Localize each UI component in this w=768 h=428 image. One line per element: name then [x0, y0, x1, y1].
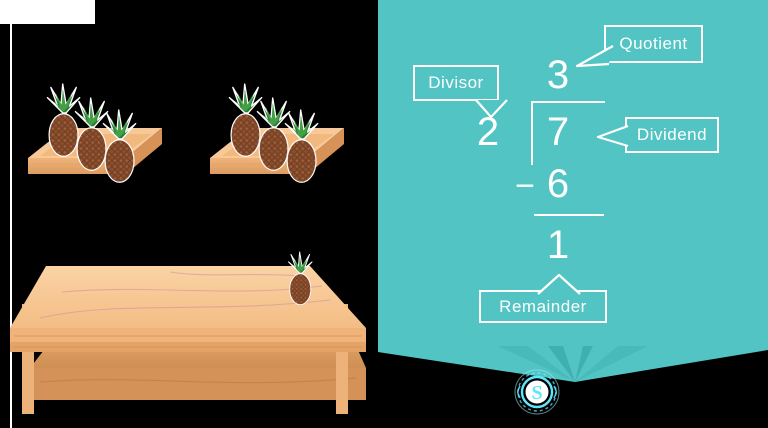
brand-logo[interactable]: S [513, 368, 561, 416]
pineapple [228, 83, 263, 157]
divisor-value: 2 [476, 110, 500, 154]
dividend-label-box: Dividend [625, 117, 719, 153]
remainder-callout-tail [537, 273, 581, 295]
white-vertical-rule [10, 24, 12, 428]
division-vertical-bar [531, 101, 533, 165]
dividend-callout-tail [596, 124, 629, 148]
quotient-label-box: Quotient [604, 25, 703, 63]
wooden-table [10, 251, 366, 414]
dividend-label-text: Dividend [636, 125, 708, 144]
quotient-value: 3 [546, 53, 570, 97]
divisor-label-box: Divisor [413, 65, 499, 101]
divisor-callout-tail [475, 99, 508, 119]
crate-right [209, 83, 345, 183]
remainder-label-text: Remainder [499, 296, 587, 316]
quotient-label-text: Quotient [619, 34, 688, 53]
dividend-value: 7 [546, 110, 570, 154]
white-corner-block [0, 0, 95, 24]
remainder-value: 1 [546, 223, 570, 267]
banner-tail [378, 346, 768, 382]
division-overbar [531, 101, 605, 103]
divisor-label-text: Divisor [428, 73, 484, 92]
quotient-callout-tail [575, 45, 614, 68]
pineapple [46, 83, 81, 157]
crate-left [27, 83, 163, 183]
minus-sign: − [515, 167, 535, 205]
logo-letter: S [531, 382, 542, 404]
subtrahend-value: 6 [546, 162, 570, 206]
subtraction-bar [534, 214, 604, 216]
pineapple-illustration [10, 83, 366, 414]
